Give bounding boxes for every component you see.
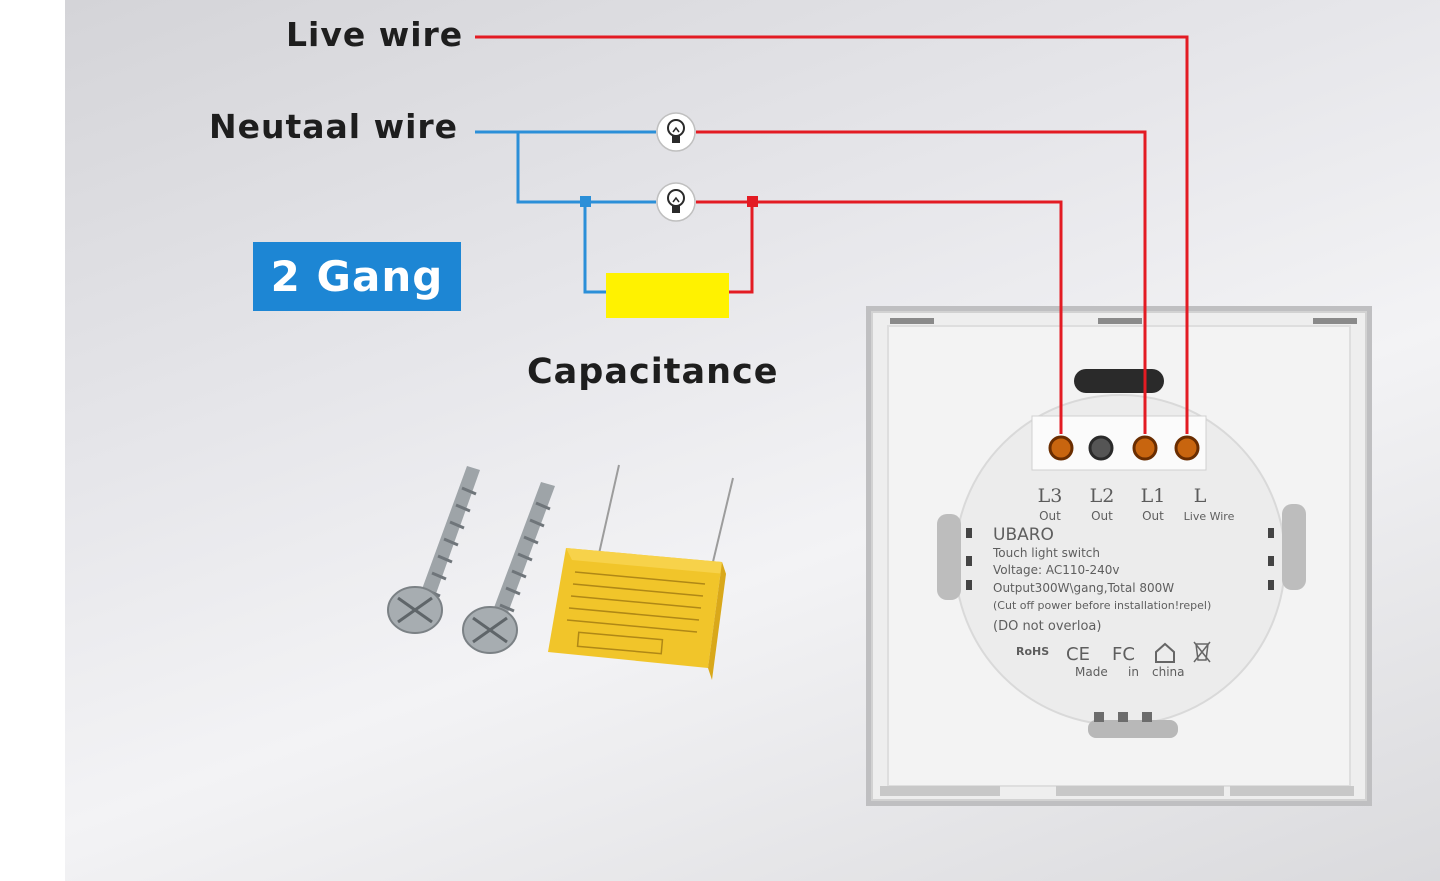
live-junction [747, 196, 758, 207]
live-wire-label: Live wire [286, 15, 464, 54]
terminal-code: L1 [1141, 485, 1166, 507]
neutral-capacitor-wire [583, 202, 606, 294]
made-in-text: in [1128, 665, 1139, 679]
terminal-sub: Out [1091, 509, 1113, 523]
weee-bin-icon [1193, 641, 1211, 663]
terminal-code: L [1194, 485, 1207, 507]
fc-mark: FC [1112, 644, 1135, 665]
capacitor-symbol [606, 273, 729, 318]
terminal-l3 [1048, 435, 1074, 461]
terminal-sub: Out [1039, 509, 1061, 523]
screw-icon [462, 482, 555, 654]
spec-line: Output300W\gang,Total 800W [993, 581, 1174, 595]
lamp1-out-wire [696, 130, 1147, 434]
terminal-l [1174, 435, 1200, 461]
neutral-junction [580, 196, 591, 207]
lamp2-out-wire [696, 200, 1063, 434]
light-bulb-icon [656, 182, 696, 222]
gang-badge: 2 Gang [253, 242, 461, 311]
terminal-code: L2 [1090, 485, 1115, 507]
terminal-labels: L3 Out L2 Out L1 Out L Live Wire [1038, 485, 1235, 523]
spec-line: (DO not overloa) [993, 619, 1101, 634]
light-bulb-icon [656, 112, 696, 152]
live-main-wire [475, 35, 1189, 434]
spec-line: Touch light switch [992, 546, 1100, 560]
made-in-text: Made [1075, 665, 1108, 679]
terminal-sub: Live Wire [1184, 510, 1235, 523]
live-wires [475, 35, 1189, 434]
made-in-text: china [1152, 665, 1185, 679]
screw-icon [387, 466, 480, 634]
terminal-screws [1048, 435, 1200, 461]
rohs-mark: RoHS [1016, 645, 1049, 658]
capacitor-live-wire [729, 202, 754, 294]
home-icon [1155, 642, 1175, 663]
terminal-sub: Out [1142, 509, 1164, 523]
terminal-code: L3 [1038, 485, 1063, 507]
neutral-branch-wire [516, 132, 656, 204]
neutral-wire-label: Neutaal wire [209, 107, 459, 146]
capacitor-component [548, 464, 734, 680]
capacitance-label: Capacitance [527, 352, 779, 392]
terminal-l1 [1132, 435, 1158, 461]
brand-text: UBARO [993, 525, 1054, 545]
spec-line: Voltage: AC110-240v [993, 563, 1120, 577]
spec-text: UBARO Touch light switch Voltage: AC110-… [992, 525, 1211, 679]
neutral-wires [475, 130, 656, 294]
terminal-l2 [1088, 435, 1114, 461]
ce-mark: CE [1066, 644, 1090, 665]
switch-plate [866, 306, 1372, 806]
spec-line: (Cut off power before installation!repel… [993, 599, 1211, 612]
